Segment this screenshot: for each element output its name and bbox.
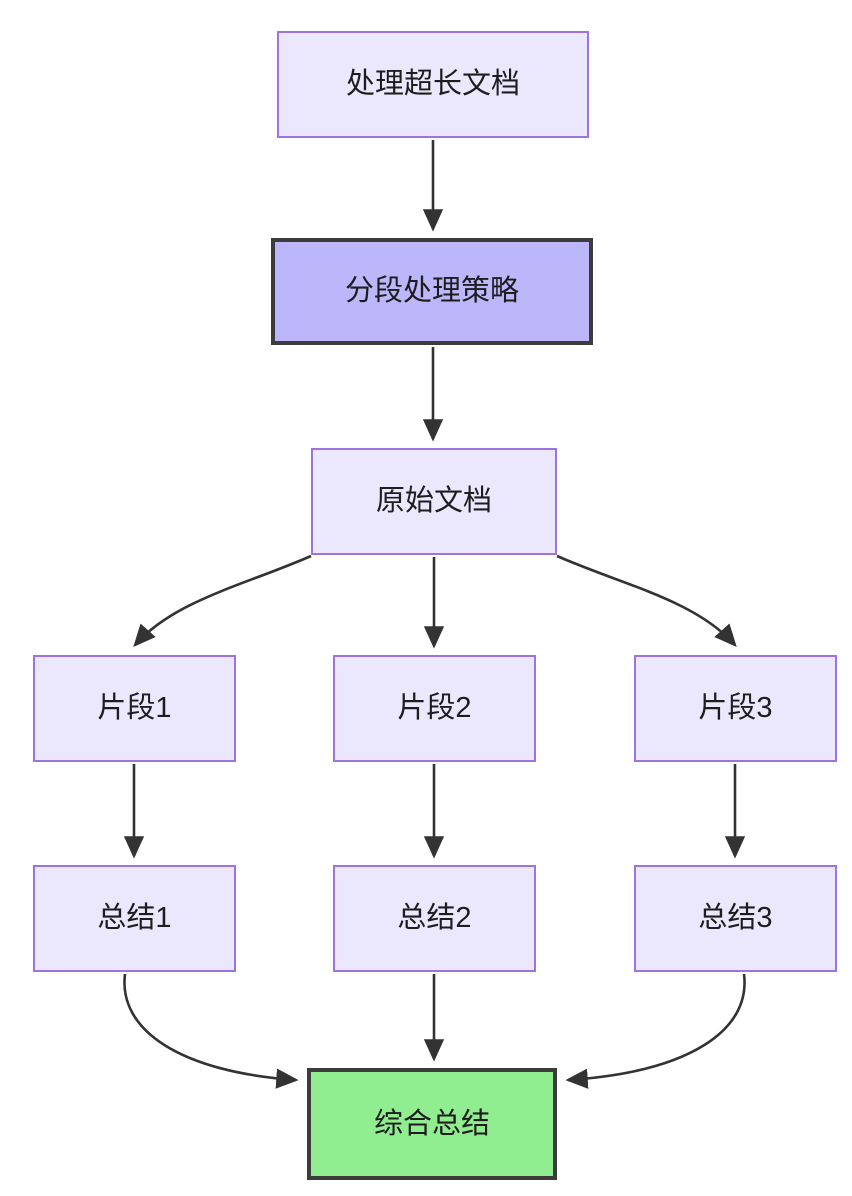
node-label: 片段1: [97, 692, 172, 725]
node-fragment-3[interactable]: 片段3: [634, 655, 837, 762]
node-original-document[interactable]: 原始文档: [311, 448, 557, 555]
node-label: 处理超长文档: [345, 68, 520, 101]
node-label: 片段3: [698, 692, 773, 725]
node-label: 综合总结: [373, 1107, 490, 1140]
node-label: 总结1: [97, 902, 172, 935]
edge-n7-to-n10: [123, 973, 299, 1089]
node-label: 总结3: [698, 902, 773, 935]
node-label: 分段处理策略: [344, 275, 519, 308]
edge-n3-to-n6: [556, 554, 737, 647]
node-label: 总结2: [397, 902, 472, 935]
node-chunking-strategy[interactable]: 分段处理策略: [271, 238, 593, 345]
node-fragment-1[interactable]: 片段1: [33, 655, 236, 762]
node-summary-2[interactable]: 总结2: [333, 865, 536, 972]
edge-n9-to-n10: [565, 973, 746, 1089]
node-label: 片段2: [397, 692, 472, 725]
node-fragment-2[interactable]: 片段2: [333, 655, 536, 762]
node-process-long-document[interactable]: 处理超长文档: [277, 31, 589, 138]
node-summary-3[interactable]: 总结3: [634, 865, 837, 972]
node-comprehensive-summary[interactable]: 综合总结: [307, 1068, 557, 1180]
node-summary-1[interactable]: 总结1: [33, 865, 236, 972]
node-label: 原始文档: [375, 485, 492, 518]
edge-n3-to-n4: [133, 554, 312, 647]
